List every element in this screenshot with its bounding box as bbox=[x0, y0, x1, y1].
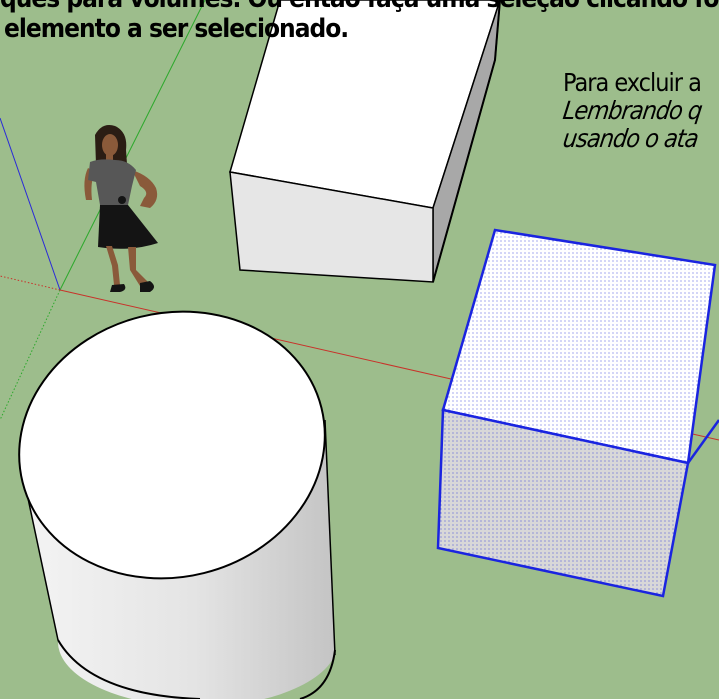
caption-right-line1: Para excluir a bbox=[563, 68, 702, 97]
instruction-caption-right: Para excluir a Lembrando q usando o ata bbox=[561, 68, 704, 154]
green-axis bbox=[59, 0, 206, 291]
caption-right-line3: usando o ata bbox=[561, 124, 700, 153]
cylinder[interactable] bbox=[0, 280, 353, 699]
caption-right-line2: Lembrando q bbox=[561, 96, 704, 125]
person-figure[interactable] bbox=[84, 125, 158, 292]
green-axis-dotted bbox=[0, 289, 61, 421]
caption-top-line2: elemento a ser selecionado. bbox=[4, 14, 349, 44]
selected-box[interactable] bbox=[436, 228, 719, 598]
caption-top-line1: ques para volumes. Ou então faça uma sel… bbox=[0, 0, 719, 16]
blue-axis bbox=[0, 117, 61, 291]
red-axis-dotted bbox=[0, 275, 61, 291]
instruction-caption-top: ques para volumes. Ou então faça uma sel… bbox=[0, 0, 719, 46]
box[interactable] bbox=[229, 0, 501, 283]
